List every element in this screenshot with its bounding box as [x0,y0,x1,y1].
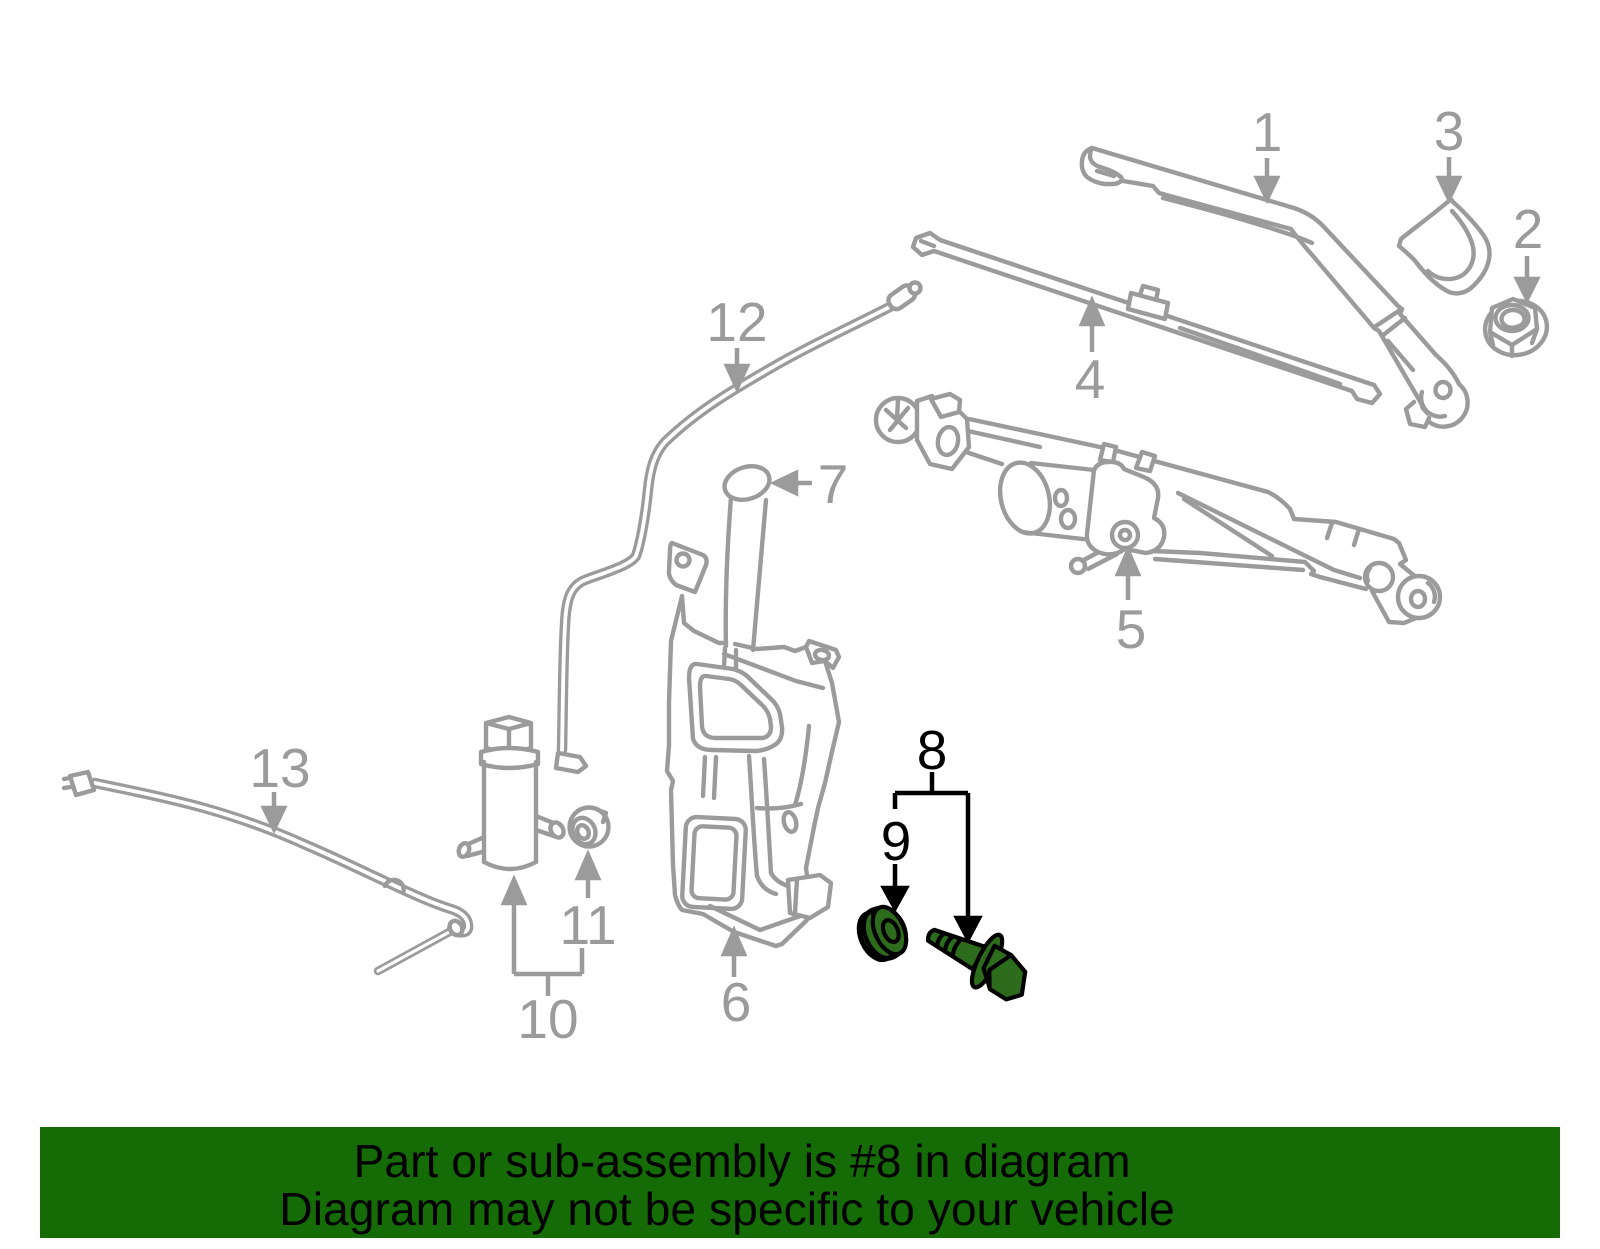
svg-text:Part or sub-assembly is #8 in: Part or sub-assembly is #8 in diagram [353,1135,1130,1187]
svg-text:10: 10 [517,988,578,1050]
svg-text:1: 1 [1252,101,1283,163]
svg-text:13: 13 [249,737,310,799]
svg-text:11: 11 [559,894,616,956]
svg-text:7: 7 [818,453,849,515]
svg-text:8: 8 [917,719,948,781]
svg-text:6: 6 [721,971,752,1033]
svg-text:9: 9 [881,810,912,872]
svg-text:3: 3 [1434,100,1465,162]
svg-text:Diagram may not be specific to: Diagram may not be specific to your vehi… [279,1183,1174,1235]
svg-text:2: 2 [1513,198,1544,260]
svg-text:4: 4 [1075,348,1106,410]
svg-text:12: 12 [706,291,767,353]
svg-text:5: 5 [1116,598,1147,660]
